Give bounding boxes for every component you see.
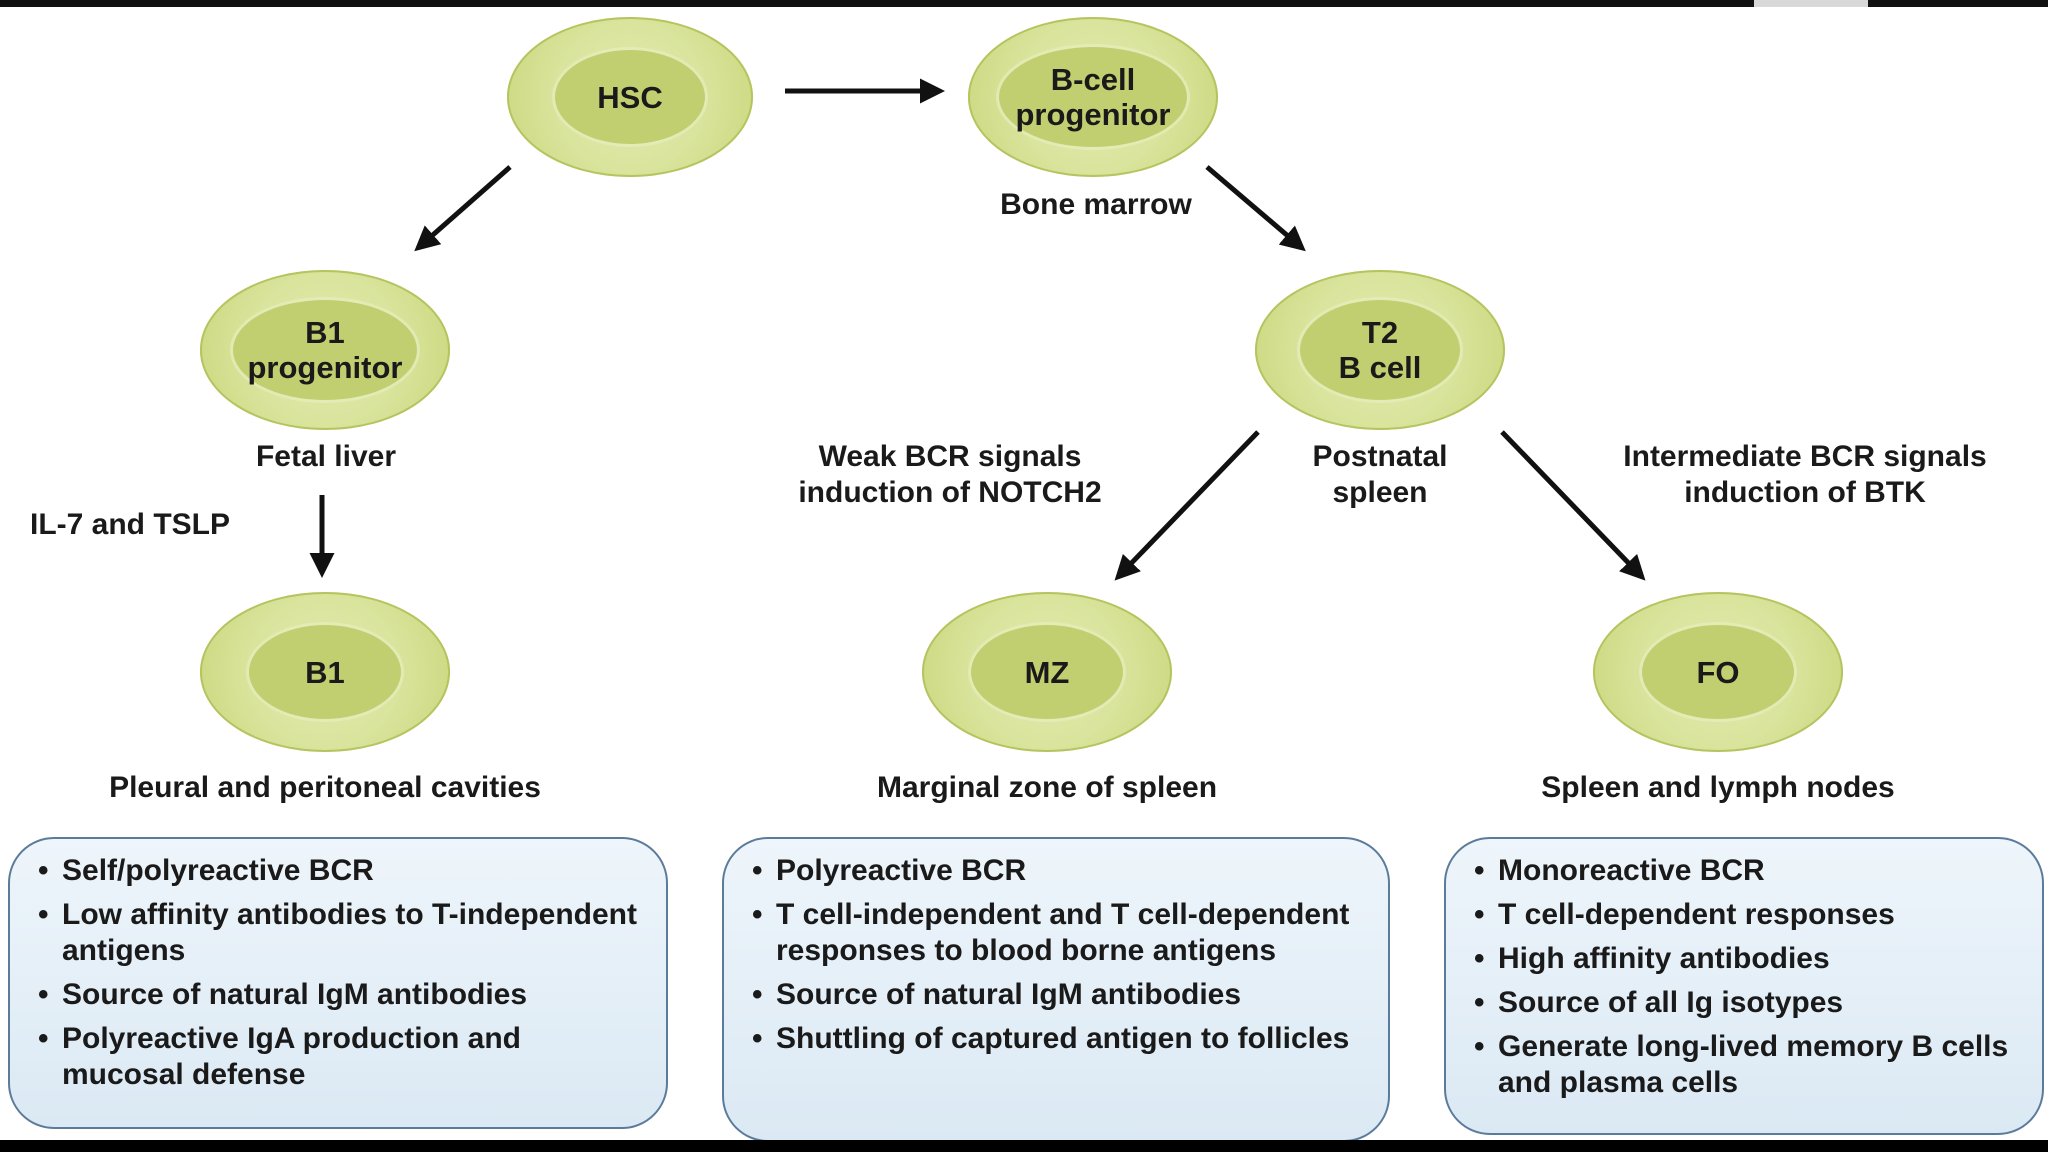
b1-properties-box: Self/polyreactive BCR Low affinity antibo… (8, 837, 668, 1129)
bone-marrow-label: Bone marrow (1000, 188, 1192, 221)
top-border (0, 0, 2048, 7)
fo-cell: FO (1593, 592, 1843, 752)
mz-location-label: Marginal zone of spleen (876, 771, 1218, 804)
bcell-progenitor-cell: B-cell progenitor (968, 17, 1218, 177)
top-grey-tab (1754, 0, 1868, 7)
property-item: Source of natural IgM antibodies (750, 977, 1370, 1013)
fetal-liver-label: Fetal liver (255, 440, 397, 473)
b1-cell: B1 (200, 592, 450, 752)
t2-bcell-nucleus: T2 B cell (1300, 300, 1460, 400)
property-item: Source of natural IgM antibodies (36, 977, 648, 1013)
bcell-progenitor-label-line1: B-cell (1050, 62, 1136, 97)
mz-nucleus: MZ (971, 625, 1123, 719)
property-item: Generate long-lived memory B cells and p… (1472, 1029, 2024, 1101)
fo-properties-list: Monoreactive BCR T cell-dependent respons… (1472, 853, 2024, 1101)
b1-nucleus: B1 (249, 625, 401, 719)
arrow-bcell-progenitor-to-t2 (1205, 165, 1306, 252)
hsc-cell: HSC (507, 17, 753, 177)
b1-progenitor-cell: B1 progenitor (200, 270, 450, 430)
weak-bcr-label: Weak BCR signals induction of NOTCH2 (798, 440, 1102, 509)
t2-bcell-label-line1: T2 (1361, 315, 1399, 350)
fo-label: FO (1696, 654, 1740, 690)
fo-location-label: Spleen and lymph nodes (1541, 771, 1895, 804)
arrow-t2-to-fo (1500, 430, 1646, 581)
property-item: Self/polyreactive BCR (36, 853, 648, 889)
hsc-nucleus: HSC (555, 50, 705, 144)
property-item: Polyreactive IgA production and mucosal … (36, 1021, 648, 1093)
mz-properties-list: Polyreactive BCR T cell-independent and T… (750, 853, 1370, 1057)
property-item: High affinity antibodies (1472, 941, 2024, 977)
property-item: Source of all Ig isotypes (1472, 985, 2024, 1021)
bcell-progenitor-nucleus: B-cell progenitor (999, 47, 1187, 147)
fo-nucleus: FO (1642, 625, 1794, 719)
b1-location-label: Pleural and peritoneal cavities (109, 771, 541, 804)
property-item: Monoreactive BCR (1472, 853, 2024, 889)
b1-progenitor-label-line1: B1 (305, 315, 345, 350)
intermediate-bcr-label: Intermediate BCR signals induction of BT… (1623, 440, 1987, 509)
arrow-t2-to-mz (1114, 430, 1260, 581)
property-item: Polyreactive BCR (750, 853, 1370, 889)
il7-tslp-label: IL-7 and TSLP (30, 508, 231, 541)
property-item: T cell-dependent responses (1472, 897, 2024, 933)
mz-properties-box: Polyreactive BCR T cell-independent and T… (722, 837, 1390, 1140)
bcell-progenitor-label-line2: progenitor (1015, 97, 1171, 132)
property-item: Shuttling of captured antigen to follicl… (750, 1021, 1370, 1057)
hsc-label: HSC (597, 79, 663, 115)
arrow-hsc-to-b1-progenitor (414, 165, 512, 252)
b1-progenitor-nucleus: B1 progenitor (233, 300, 417, 400)
property-item: Low affinity antibodies to T-independent… (36, 897, 648, 969)
b1-properties-list: Self/polyreactive BCR Low affinity antibo… (36, 853, 648, 1093)
mz-label: MZ (1024, 654, 1070, 690)
t2-bcell-label-line2: B cell (1338, 350, 1422, 385)
property-item: T cell-independent and T cell-dependent … (750, 897, 1370, 969)
fo-properties-box: Monoreactive BCR T cell-dependent respons… (1444, 837, 2044, 1135)
b1-progenitor-label-line2: progenitor (247, 350, 403, 385)
arrows-layer (309, 78, 1646, 581)
diagram-canvas: HSC B-cell progenitor B1 progenitor T2 B… (0, 7, 2048, 1140)
postnatal-spleen-label: Postnatal spleen (1312, 440, 1448, 509)
b1-label: B1 (305, 654, 345, 690)
t2-bcell-cell: T2 B cell (1255, 270, 1505, 430)
mz-cell: MZ (922, 592, 1172, 752)
